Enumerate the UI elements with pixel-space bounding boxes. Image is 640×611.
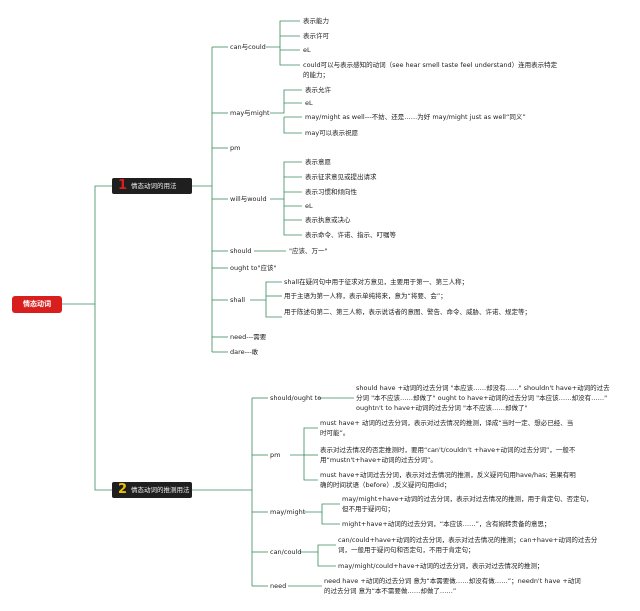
leaf-can-could-3: eL [303, 46, 311, 54]
root-node[interactable]: 情态动词 [12, 296, 62, 313]
branch-dare[interactable]: dare---敢 [230, 348, 259, 356]
leaf-should-note: "应该、万一" [289, 247, 328, 255]
leaf-may-might-1: 表示允许 [305, 86, 331, 94]
branch-will-would[interactable]: will与would [230, 195, 267, 203]
section-1-node[interactable]: 1 情态动词的用法 [112, 178, 192, 194]
branch-can-could-2[interactable]: can/could [270, 548, 302, 556]
branch-pm-2[interactable]: pm [270, 451, 281, 459]
branch-should-ought[interactable]: should/ought to [270, 394, 322, 402]
branch-can-could[interactable]: can与could [230, 43, 266, 51]
leaf-can-could-4: could可以与表示感知的动词（see hear smell taste fee… [303, 61, 558, 79]
leaf-can-could-2-1: can/could+have+动词的过去分词，表示对过去情况的推测；can+ha… [338, 536, 598, 554]
leaf-will-would-1: 表示意愿 [305, 158, 331, 166]
branch-may-might-2[interactable]: may/might [270, 508, 306, 516]
leaf-may-might-2: eL [305, 99, 313, 107]
leaf-shall-2: 用于主语为第一人称，表示单纯将来，意为“将要、会”； [284, 292, 447, 300]
branch-may-might[interactable]: may与might [230, 109, 270, 117]
leaf-shall-1: shall在疑问句中用于征求对方意见，主要用于第一、第三人称； [284, 278, 469, 286]
branch-need[interactable]: need---需要 [230, 333, 267, 341]
leaf-pm-2: 表示对过去情况的否定推测时，要用“can't/couldn't +have+动词… [320, 446, 576, 464]
leaf-should-ought-text: should have +动词的过去分词 "本应该……却没有……" should… [356, 384, 610, 412]
leaf-can-could-2-2: may/might/could+have+动词的过去分词，表示对过去情况的推测； [338, 562, 544, 570]
leaf-may-might-3: may/might as well---不妨、还是……为好 may/might … [305, 113, 526, 121]
leaf-may-might-2-2: might+have+动词的过去分词，“本应该……”，含有婉转责备的意思； [342, 520, 551, 528]
branch-ought-to[interactable]: ought to"应该" [230, 264, 277, 272]
leaf-can-could-2: 表示许可 [303, 32, 329, 40]
leaf-may-might-2-1: may/might+have+动词的过去分词，表示对过去情况的推测，用于肯定句、… [342, 495, 593, 513]
section-2-label: 情态动词的推测用法 [131, 486, 190, 494]
leaf-will-would-5: 表示执意或决心 [305, 216, 351, 224]
branch-shall[interactable]: shall [230, 296, 246, 304]
leaf-will-would-4: eL [305, 202, 313, 210]
branch-pm[interactable]: pm [230, 144, 241, 152]
leaf-pm-3: must have+动词过去分词，表示对过去情况的推测，反义疑问句用have/h… [320, 471, 576, 489]
branch-should[interactable]: should [230, 247, 252, 255]
leaf-will-would-2: 表示征求意见或提出请求 [305, 173, 377, 181]
section-number-1: 1 [118, 178, 128, 193]
section-1-label: 情态动词的用法 [131, 182, 177, 190]
leaf-will-would-6: 表示命令、许诺、指示、叮嘱等 [305, 231, 396, 239]
branch-need-2[interactable]: need [270, 582, 287, 590]
leaf-will-would-3: 表示习惯和倾向性 [305, 188, 357, 196]
section-number-2: 2 [118, 482, 128, 497]
leaf-may-might-4: may可以表示祝愿 [305, 129, 359, 137]
leaf-pm-1: must have+ 动词的过去分词，表示对过去情况的推测，译成“当时一定、想必… [320, 419, 574, 437]
leaf-need-text: need have +动词的过去分词 意为“本需要做……却没有做……”；need… [324, 577, 581, 595]
leaf-shall-3: 用于陈述句第二、第三人称，表示说话者的意图、警告、命令、威胁、许诺、规定等； [284, 308, 531, 316]
leaf-can-could-1: 表示能力 [303, 17, 329, 25]
section-2-node[interactable]: 2 情态动词的推测用法 [112, 482, 192, 498]
